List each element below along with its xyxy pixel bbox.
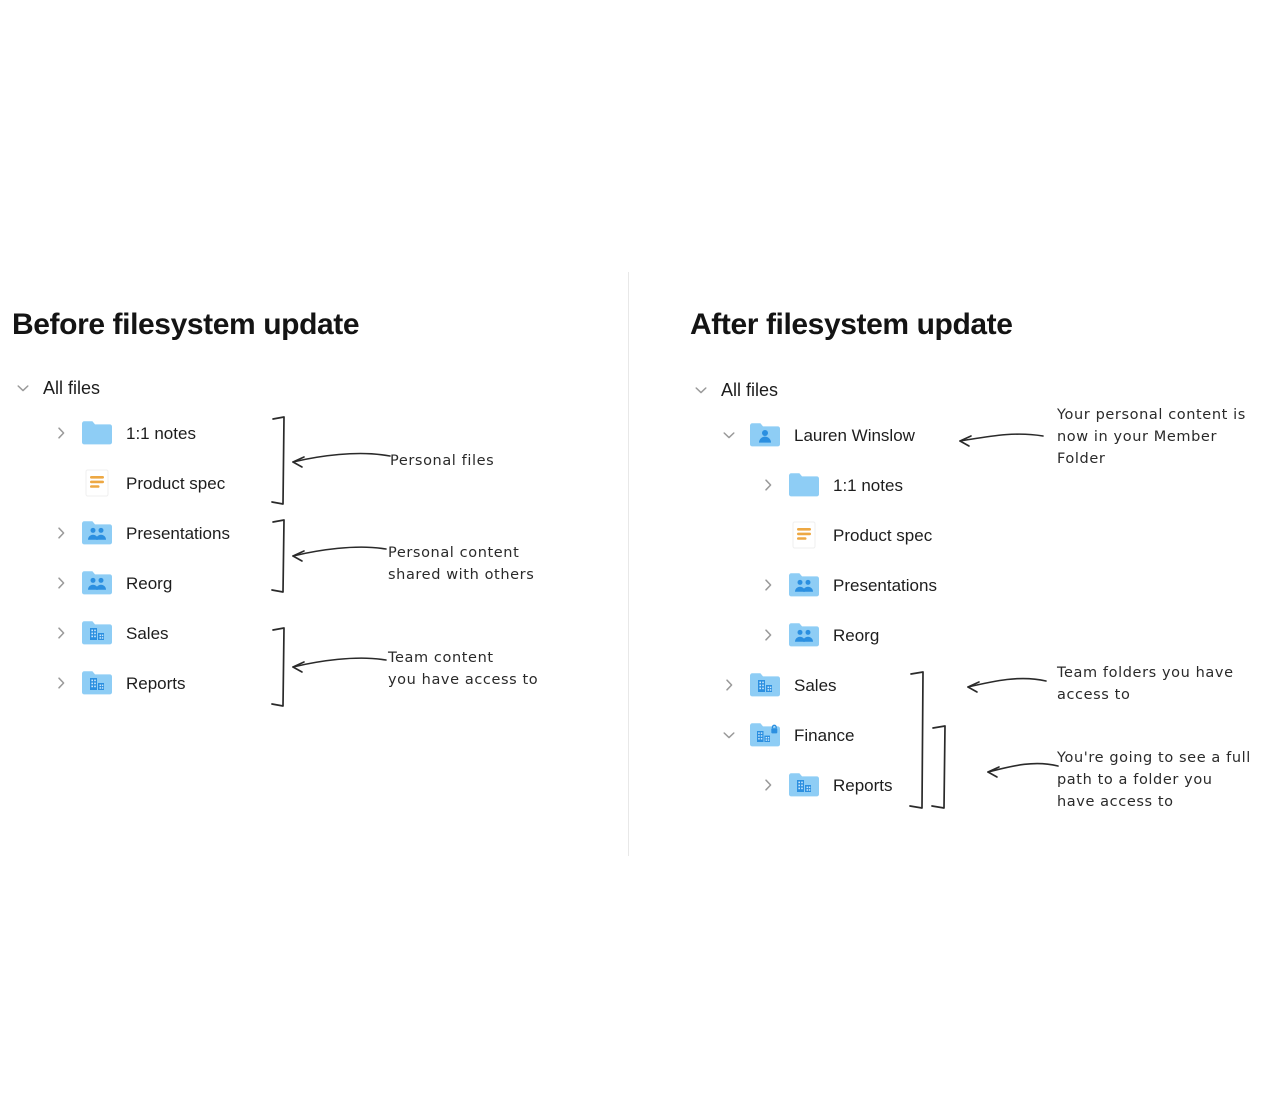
annotation-team-folders: Team folders you have access to	[1057, 665, 1234, 703]
chevron-right-icon[interactable]	[757, 474, 779, 496]
chevron-down-icon[interactable]	[718, 424, 740, 446]
callout-member-folder-graphic	[959, 433, 1044, 447]
tree-row-reports[interactable]: Reports	[0, 658, 230, 708]
tree-row-product-spec[interactable]: Product spec	[0, 458, 230, 508]
page-title-after: After filesystem update	[690, 308, 1013, 342]
tree-row-reorg[interactable]: Reorg	[0, 558, 230, 608]
tree-row-sales[interactable]: Sales	[0, 608, 230, 658]
tree-row-reports[interactable]: Reports	[0, 760, 937, 810]
tree-row-label: Lauren Winslow	[794, 425, 915, 445]
annotation-member-folder: Your personal content is now in your Mem…	[1057, 407, 1246, 467]
folder-team-icon	[80, 618, 114, 648]
tree-row-label: Presentations	[833, 575, 937, 595]
tree-row-label: Product spec	[833, 525, 933, 545]
page-title-before: Before filesystem update	[12, 308, 360, 342]
tree-row-label: Reorg	[833, 625, 880, 645]
chevron-right-icon[interactable]	[757, 774, 779, 796]
chevron-down-icon[interactable]	[718, 724, 740, 746]
chevron-right-icon[interactable]	[50, 522, 72, 544]
tree-row-finance[interactable]: Finance	[0, 710, 937, 760]
chevron-right-icon[interactable]	[50, 622, 72, 644]
tree-row-label: 1:1 notes	[833, 475, 903, 495]
tree-row-label: Sales	[794, 675, 837, 695]
folder-shared-icon	[80, 518, 114, 548]
folder-member-icon	[748, 420, 782, 450]
tree-row-all-files[interactable]: All files	[0, 368, 230, 408]
tree-row-presentations[interactable]: Presentations	[0, 508, 230, 558]
chevron-right-icon[interactable]	[50, 572, 72, 594]
folder-team-icon	[748, 670, 782, 700]
chevron-right-icon[interactable]	[50, 422, 72, 444]
tree-row-presentations[interactable]: Presentations	[0, 560, 937, 610]
folder-shared-icon	[787, 570, 821, 600]
folder-team-icon	[80, 668, 114, 698]
tree-row-label: Reports	[833, 775, 893, 795]
document-icon	[787, 520, 821, 550]
tree-row-label: Product spec	[126, 473, 226, 493]
tree-row-sales[interactable]: Sales	[0, 660, 937, 710]
file-tree-before: All files 1:1 notes	[0, 368, 230, 708]
callout-full-path-graphic	[987, 762, 1059, 778]
tree-row-lauren-winslow[interactable]: Lauren Winslow	[0, 410, 937, 460]
lock-badge	[771, 724, 778, 734]
folder-shared-icon	[787, 620, 821, 650]
chevron-right-icon[interactable]	[757, 574, 779, 596]
tree-row-product-spec[interactable]: Product spec	[0, 510, 937, 560]
annotation-full-path: You're going to see a full path to a fol…	[1057, 750, 1251, 810]
chevron-down-icon[interactable]	[690, 379, 712, 401]
tree-row-label: Reorg	[126, 573, 173, 593]
chevron-right-icon[interactable]	[50, 672, 72, 694]
tree-row-label: Sales	[126, 623, 169, 643]
tree-row-label: 1:1 notes	[126, 423, 196, 443]
chevron-right-icon[interactable]	[718, 674, 740, 696]
folder-team-icon	[787, 770, 821, 800]
tree-row-label: Presentations	[126, 523, 230, 543]
tree-row-1-1-notes[interactable]: 1:1 notes	[0, 408, 230, 458]
folder-plain-icon	[80, 418, 114, 448]
chevron-right-icon[interactable]	[757, 624, 779, 646]
tree-row-label: Reports	[126, 673, 186, 693]
file-tree-after: All files Lauren Winslow	[0, 370, 937, 810]
document-icon	[80, 468, 114, 498]
chevron-down-icon[interactable]	[12, 377, 34, 399]
tree-row-label: All files	[43, 378, 101, 398]
folder-plain-icon	[787, 470, 821, 500]
tree-row-label: Finance	[794, 725, 855, 745]
folder-shared-icon	[80, 568, 114, 598]
callout-team-folders-graphic	[967, 677, 1047, 693]
tree-row-label: All files	[721, 380, 779, 400]
tree-row-1-1-notes[interactable]: 1:1 notes	[0, 460, 937, 510]
panel-divider	[628, 272, 629, 856]
folder-team-locked-icon	[748, 720, 782, 750]
tree-row-all-files[interactable]: All files	[0, 370, 937, 410]
tree-row-reorg[interactable]: Reorg	[0, 610, 937, 660]
